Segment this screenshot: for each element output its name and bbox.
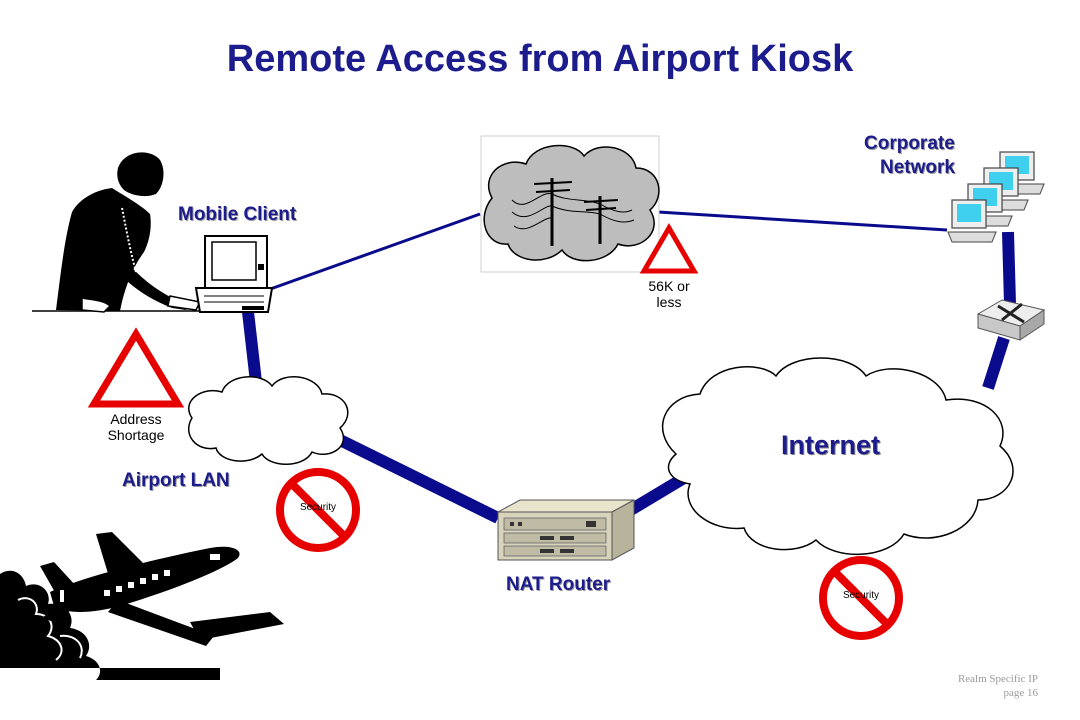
page-title: Remote Access from Airport Kiosk [226, 38, 854, 80]
airport-lan-cloud-icon [187, 376, 349, 465]
person-on-phone-icon [32, 152, 230, 313]
airport-lan-label: Airport LAN [122, 470, 230, 491]
nat-router-label: NAT Router [506, 574, 611, 595]
link-corpswitch-corporate [1002, 231, 1016, 305]
address-warning-triangle-icon [87, 327, 185, 408]
address-shortage-line2: Shortage [107, 427, 165, 443]
corporate-computers-icon [947, 151, 1045, 243]
speed-limit-line1: 56K or [648, 278, 690, 294]
no-security-sign-icon [276, 468, 360, 552]
footer-page-number: page 16 [1003, 687, 1038, 699]
corporate-switch-icon [976, 299, 1046, 341]
link-laptop-phone [261, 212, 481, 294]
corporate-network-label-line1: Corporate [864, 133, 955, 154]
phone-line-cloud-icon [480, 135, 660, 273]
no-security-sign-icon [819, 556, 903, 640]
airplane-icon [0, 532, 284, 680]
internet-cloud-icon [661, 357, 1014, 556]
speed-limit-label: 56K or less [636, 278, 702, 310]
security-badge-text: Security [299, 502, 337, 513]
speed-warning-triangle-icon [639, 223, 699, 274]
corporate-network-label-line2: Network [880, 157, 955, 178]
corporate-computer-icon [947, 199, 997, 243]
mobile-client-label: Mobile Client [178, 204, 297, 225]
footer: Realm Specific IP page 16 [958, 672, 1038, 700]
internet-label: Internet [781, 430, 881, 460]
address-shortage-label: Address Shortage [96, 411, 176, 443]
link-laptop-lan [242, 311, 262, 383]
laptop-icon [194, 235, 274, 313]
link-phone-corporate [657, 210, 948, 232]
nat-router-icon [497, 499, 635, 561]
speed-limit-line2: less [656, 294, 682, 310]
footer-line1: Realm Specific IP [957, 673, 1038, 685]
link-lan-router [337, 434, 501, 524]
security-badge-text: Security [842, 590, 880, 601]
link-internet-corpswitch [982, 336, 1010, 390]
address-shortage-line1: Address [110, 411, 162, 427]
